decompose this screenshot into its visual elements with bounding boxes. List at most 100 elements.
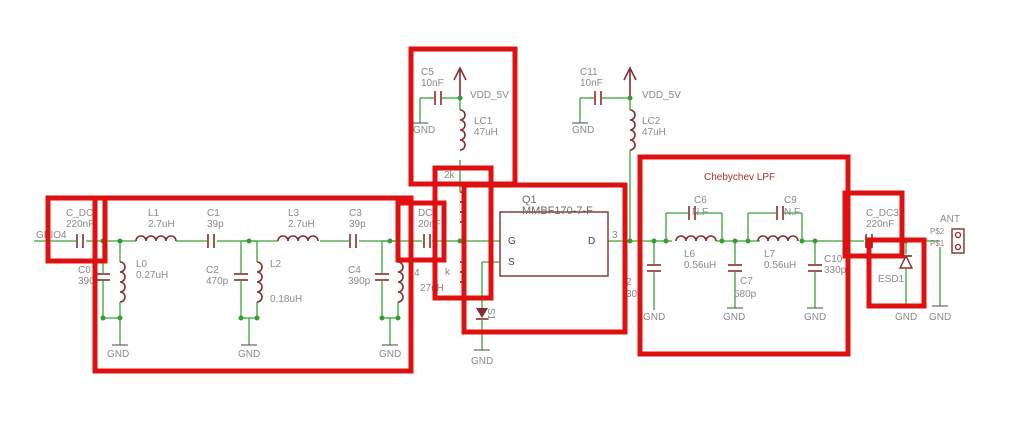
q1-part: MMBF170-7-F — [522, 205, 593, 217]
lc2-value: 47uH — [642, 127, 666, 138]
l7-value: 0.56uH — [764, 260, 796, 271]
c11-name: C11 — [580, 67, 598, 78]
gpio4-label: GPIO4 — [36, 230, 67, 241]
capacitor-c7 — [728, 241, 742, 308]
c3-name: C3 — [349, 208, 362, 219]
c-dc1-value: 220nF — [66, 219, 94, 230]
c5-value: 10nF — [421, 78, 444, 89]
vdd-label-2: VDD_5V — [642, 90, 681, 101]
capacitor-c3 — [349, 234, 357, 248]
esd-name: ESD1 — [878, 274, 905, 285]
l4-value: 27uH — [420, 283, 444, 294]
inductor-lc1 — [459, 109, 466, 151]
vdd-arrow-icon-2 — [623, 66, 637, 98]
highlight-box-c-dc1 — [45, 195, 108, 264]
dc2-name: DC2 — [418, 208, 438, 219]
q1-name: Q1 — [522, 194, 537, 206]
ant-connector — [951, 228, 965, 254]
esd-diode-icon — [898, 241, 914, 306]
gnd-label-c5: GND — [413, 125, 435, 136]
pin-s: S — [508, 257, 515, 268]
c1-value: 39p — [207, 219, 224, 230]
inductor-l6 — [675, 235, 717, 242]
l1-name: L1 — [148, 208, 160, 219]
capacitor-c10 — [808, 241, 822, 308]
lc1-name: LC1 — [474, 116, 493, 127]
l3-value: 2.7uH — [288, 219, 315, 230]
q1-body — [499, 211, 609, 277]
c10-value: 330p — [824, 265, 847, 276]
c2-name: C2 — [206, 265, 219, 276]
inductor-l2 — [256, 241, 263, 318]
capacitor-c4 — [375, 241, 389, 318]
gnd-label-c11: GND — [572, 125, 594, 136]
vdd-arrow-icon-1 — [453, 66, 467, 98]
capacitor-c5 — [419, 91, 460, 123]
capacitor-c2 — [234, 241, 248, 318]
diode-s1-icon — [476, 308, 488, 350]
gnd-label-q1: GND — [471, 356, 493, 367]
c4-name: C4 — [348, 265, 361, 276]
c9-value: N.F — [784, 207, 800, 218]
c-lpf-frag-2: 30 — [626, 289, 638, 300]
inductor-l3 — [277, 235, 319, 242]
capacitor-c9 — [747, 206, 803, 241]
pin-g: G — [508, 236, 516, 247]
highlight-box-esd — [866, 237, 927, 309]
c0-name: C0 — [78, 265, 91, 276]
highlight-box-c-dc3 — [842, 190, 905, 259]
c6-value: N.F — [692, 207, 708, 218]
pin-d: D — [588, 236, 595, 247]
c11-value: 10nF — [580, 78, 603, 89]
gnd-label-esd: GND — [895, 312, 917, 323]
l3-name: L3 — [288, 208, 300, 219]
ps1-label: P$1 — [930, 239, 945, 248]
inductor-l1 — [135, 235, 177, 242]
inductor-l0 — [119, 241, 126, 318]
highlight-box-lpf — [637, 154, 851, 357]
lc1-value: 47uH — [474, 127, 498, 138]
c7-value: 680p — [734, 289, 757, 300]
pin-2-frag: 2k — [444, 170, 456, 181]
dc2-value: 20nF — [418, 219, 441, 230]
c-dc1-name: C_DC — [66, 208, 93, 219]
c-lpf-frag-1: 2 — [626, 277, 632, 288]
l0-value: 0.27uH — [136, 270, 168, 281]
c3-value: 39p — [349, 219, 366, 230]
gnd-label-lpf1: GND — [643, 312, 665, 323]
gnd-label-ant: GND — [929, 312, 951, 323]
inductor-lc2 — [629, 109, 636, 151]
highlight-box-input-filter — [92, 195, 414, 374]
highlight-box-dc2 — [395, 200, 447, 263]
capacitor-dc2 — [423, 234, 431, 248]
gnd-label-3: GND — [379, 349, 401, 360]
c-dc3-name: C_DC3 — [866, 208, 899, 219]
l7-name: L7 — [764, 249, 776, 260]
c4-value: 390p — [348, 276, 371, 287]
c0-value: 390 — [78, 276, 95, 287]
highlight-box-q1 — [461, 182, 628, 335]
capacitor-c-lpf-in — [647, 241, 661, 310]
ant-pin-1-icon — [954, 243, 962, 251]
gnd-label-c7: GND — [723, 312, 745, 323]
c-dc3-value: 220nF — [866, 219, 894, 230]
c2-value: 470p — [206, 276, 229, 287]
capacitor-c-dc1 — [76, 234, 84, 248]
c10-name: C10 — [824, 254, 843, 265]
l1-value: 2.7uH — [148, 219, 175, 230]
capacitor-c11 — [579, 91, 630, 123]
gnd-label-c10: GND — [804, 312, 826, 323]
l6-name: L6 — [684, 249, 696, 260]
k-label: k — [445, 267, 451, 278]
ant-label: ANT — [940, 214, 960, 225]
vdd-label-1: VDD_5V — [470, 90, 509, 101]
capacitor-c6 — [665, 206, 723, 241]
capacitor-c1 — [207, 234, 215, 248]
c1-name: C1 — [207, 208, 220, 219]
ps2-label: P$2 — [930, 227, 945, 236]
c5-name: C5 — [421, 67, 434, 78]
s1-label: S1 — [485, 308, 496, 321]
l6-value: 0.56uH — [684, 260, 716, 271]
